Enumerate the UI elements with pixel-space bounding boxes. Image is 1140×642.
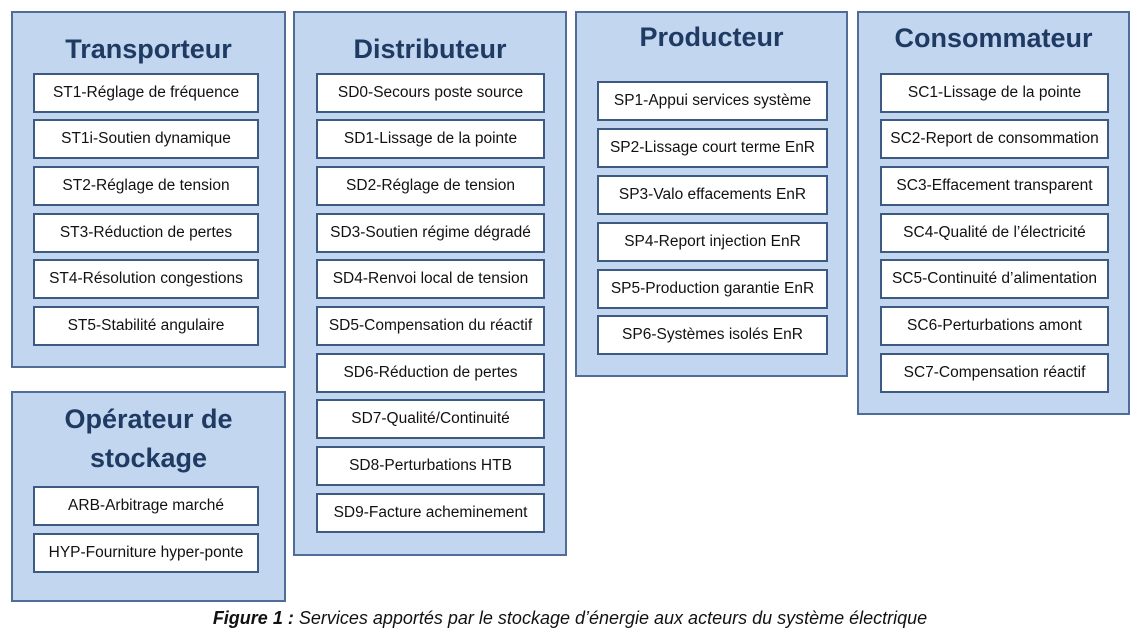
service-box-sc4: SC4-Qualité de l’électricité bbox=[880, 213, 1109, 253]
service-box-sd4: SD4-Renvoi local de tension bbox=[316, 259, 545, 299]
service-box-arb: ARB-Arbitrage marché bbox=[33, 486, 259, 526]
service-box-sd5: SD5-Compensation du réactif bbox=[316, 306, 545, 346]
service-box-sc7: SC7-Compensation réactif bbox=[880, 353, 1109, 393]
service-box-sp3: SP3-Valo effacements EnR bbox=[597, 175, 828, 215]
service-box-sp5: SP5-Production garantie EnR bbox=[597, 269, 828, 309]
service-box-hyp: HYP-Fourniture hyper-ponte bbox=[33, 533, 259, 573]
service-box-sp6: SP6-Systèmes isolés EnR bbox=[597, 315, 828, 355]
service-box-sp1: SP1-Appui services système bbox=[597, 81, 828, 121]
group-stockage: Opérateur de stockage ARB-Arbitrage marc… bbox=[11, 391, 286, 602]
service-box-sc6: SC6-Perturbations amont bbox=[880, 306, 1109, 346]
group-distributeur: Distributeur SD0-Secours poste source SD… bbox=[293, 11, 567, 556]
service-box-sc1: SC1-Lissage de la pointe bbox=[880, 73, 1109, 113]
figure-caption: Figure 1 : Services apportés par le stoc… bbox=[0, 608, 1140, 629]
figure-caption-label: Figure 1 : bbox=[212, 608, 294, 628]
group-title-stockage-line2: stockage bbox=[89, 443, 208, 473]
group-consommateur: Consommateur SC1-Lissage de la pointe SC… bbox=[857, 11, 1130, 415]
group-title-distributeur: Distributeur bbox=[353, 34, 507, 64]
service-box-st5: ST5-Stabilité angulaire bbox=[33, 306, 259, 346]
service-box-st1i: ST1i-Soutien dynamique bbox=[33, 119, 259, 159]
service-box-sd9: SD9-Facture acheminement bbox=[316, 493, 545, 533]
service-box-sp2: SP2-Lissage court terme EnR bbox=[597, 128, 828, 168]
service-box-st2: ST2-Réglage de tension bbox=[33, 166, 259, 206]
service-box-sd0: SD0-Secours poste source bbox=[316, 73, 545, 113]
service-box-sd6: SD6-Réduction de pertes bbox=[316, 353, 545, 393]
service-box-sc3: SC3-Effacement transparent bbox=[880, 166, 1109, 206]
service-box-sd3: SD3-Soutien régime dégradé bbox=[316, 213, 545, 253]
figure-caption-text: Services apportés par le stockage d’éner… bbox=[293, 608, 928, 628]
service-box-st4: ST4-Résolution congestions bbox=[33, 259, 259, 299]
service-box-sd2: SD2-Réglage de tension bbox=[316, 166, 545, 206]
service-box-sc2: SC2-Report de consommation bbox=[880, 119, 1109, 159]
group-title-producteur: Producteur bbox=[639, 22, 784, 52]
group-title-stockage-line1: Opérateur de bbox=[64, 404, 233, 434]
group-title-transporteur: Transporteur bbox=[65, 34, 232, 64]
service-box-sc5: SC5-Continuité d’alimentation bbox=[880, 259, 1109, 299]
group-producteur: Producteur SP1-Appui services système SP… bbox=[575, 11, 848, 377]
service-box-sd7: SD7-Qualité/Continuité bbox=[316, 399, 545, 439]
service-box-sp4: SP4-Report injection EnR bbox=[597, 222, 828, 262]
group-title-consommateur: Consommateur bbox=[894, 23, 1093, 53]
service-box-sd8: SD8-Perturbations HTB bbox=[316, 446, 545, 486]
group-transporteur: Transporteur ST1-Réglage de fréquence ST… bbox=[11, 11, 286, 368]
service-box-sd1: SD1-Lissage de la pointe bbox=[316, 119, 545, 159]
service-box-st3: ST3-Réduction de pertes bbox=[33, 213, 259, 253]
service-box-st1: ST1-Réglage de fréquence bbox=[33, 73, 259, 113]
